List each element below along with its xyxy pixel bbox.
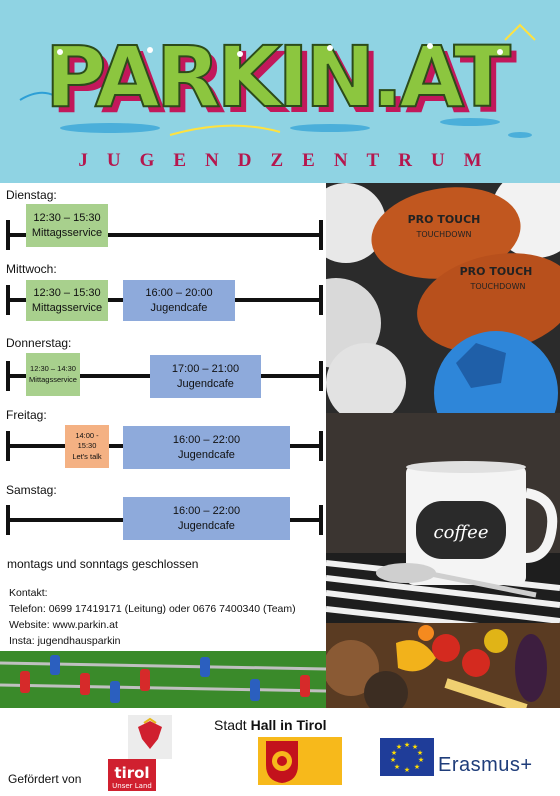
slot-label: Mittagsservice <box>31 226 103 239</box>
tirol-logo: tirol Unser Land <box>108 715 172 791</box>
svg-text:★: ★ <box>390 756 396 764</box>
contact-heading: Kontakt: <box>9 587 48 599</box>
ball-brand-text: PRO TOUCH <box>408 213 481 226</box>
ball-model-text-2: TOUCHDOWN <box>470 282 526 291</box>
timeline-end-tick <box>6 361 10 391</box>
logo-text: PARKIN.AT <box>45 28 511 126</box>
slot-time: 16:00 – 22:00 <box>172 433 241 446</box>
timeline-end-tick <box>319 361 323 391</box>
slot-label: Jugendcafe <box>178 519 235 532</box>
coffee-photo: coffee <box>326 413 560 623</box>
svg-text:★: ★ <box>414 763 420 771</box>
timeline-bar <box>7 233 323 237</box>
balls-photo: PRO TOUCH TOUCHDOWN PRO TOUCH TOUCHDOWN <box>326 183 560 413</box>
slot-time: 12:30 – 14:30 <box>30 364 76 374</box>
slot-time: 16:00 – 22:00 <box>172 504 241 517</box>
timeline-end-tick <box>319 220 323 250</box>
tirol-logo-text: tirol <box>114 764 149 782</box>
slot-time: 17:00 – 21:00 <box>171 362 240 375</box>
slot-label: Jugendcafe <box>177 377 234 390</box>
timeline-end-tick <box>319 431 323 461</box>
day-label: Freitag: <box>6 408 47 422</box>
slot-label: Let's talk <box>72 451 102 461</box>
timeline-end-tick <box>6 220 10 250</box>
slot-time: 14:00 - 15:30 <box>75 431 99 451</box>
timeline-end-tick <box>319 285 323 315</box>
contact-phone: Telefon: 0699 17419171 (Leitung) oder 06… <box>9 603 296 615</box>
city-name: Hall in Tirol <box>250 717 327 733</box>
city-label: Stadt Hall in Tirol <box>214 717 327 733</box>
tirol-tagline-text: Unser Land <box>112 782 152 790</box>
svg-text:★: ★ <box>412 743 418 751</box>
slot-time: 16:00 – 20:00 <box>145 286 213 299</box>
food-photo <box>326 623 560 709</box>
erasmus-logo-text: Erasmus+ <box>438 754 533 776</box>
ball-model-text: TOUCHDOWN <box>416 230 472 239</box>
svg-text:★: ★ <box>417 749 423 757</box>
slot-label: Jugendcafe <box>150 301 208 314</box>
svg-text:★: ★ <box>394 763 400 771</box>
slot-label: Jugendcafe <box>178 448 235 461</box>
svg-text:★: ★ <box>396 743 402 751</box>
svg-text:★: ★ <box>404 741 410 749</box>
svg-text:★: ★ <box>391 749 397 757</box>
timeline-end-tick <box>6 505 10 535</box>
slot-label: Mittagsservice <box>31 301 103 314</box>
graffiti-logo: PARKIN.AT PARKIN.AT <box>19 23 536 138</box>
timeline-end-tick <box>319 505 323 535</box>
day-label: Donnerstag: <box>6 336 72 350</box>
day-label: Mittwoch: <box>6 262 57 276</box>
day-label: Samstag: <box>6 483 57 497</box>
funded-by-label: Gefördert von <box>8 772 82 786</box>
timeline-end-tick <box>6 285 10 315</box>
foosball-photo <box>0 651 326 709</box>
ball-brand-text-2: PRO TOUCH <box>460 265 533 278</box>
day-label: Dienstag: <box>6 188 57 202</box>
closed-note: montags und sonntags geschlossen <box>7 557 199 571</box>
eu-flag-icon: ★★★ ★★★ ★★★ ★ <box>380 738 434 776</box>
timeline-end-tick <box>6 431 10 461</box>
contact-insta: Insta: jugendhausparkin <box>9 635 121 647</box>
header-subtitle: JUGENDZENTRUM <box>78 150 501 171</box>
slot-label: Mittagsservice <box>29 374 77 384</box>
contact-website: Website: www.parkin.at <box>9 619 118 631</box>
contact-block: Kontakt: Telefon: 0699 17419171 (Leitung… <box>9 585 296 649</box>
slot-time: 12:30 – 15:30 <box>33 211 101 224</box>
svg-text:★: ★ <box>404 766 410 774</box>
city-prefix: Stadt <box>214 717 251 733</box>
coffee-mug-text: coffee <box>434 522 489 543</box>
slot-time: 12:30 – 15:30 <box>33 286 101 299</box>
logo-shadow-text: PARKIN.AT <box>51 34 517 132</box>
header-banner: PARKIN.AT PARKIN.AT JUGENDZENTRUM <box>0 0 560 183</box>
hall-coat-of-arms <box>258 737 342 785</box>
svg-text:★: ★ <box>418 756 424 764</box>
